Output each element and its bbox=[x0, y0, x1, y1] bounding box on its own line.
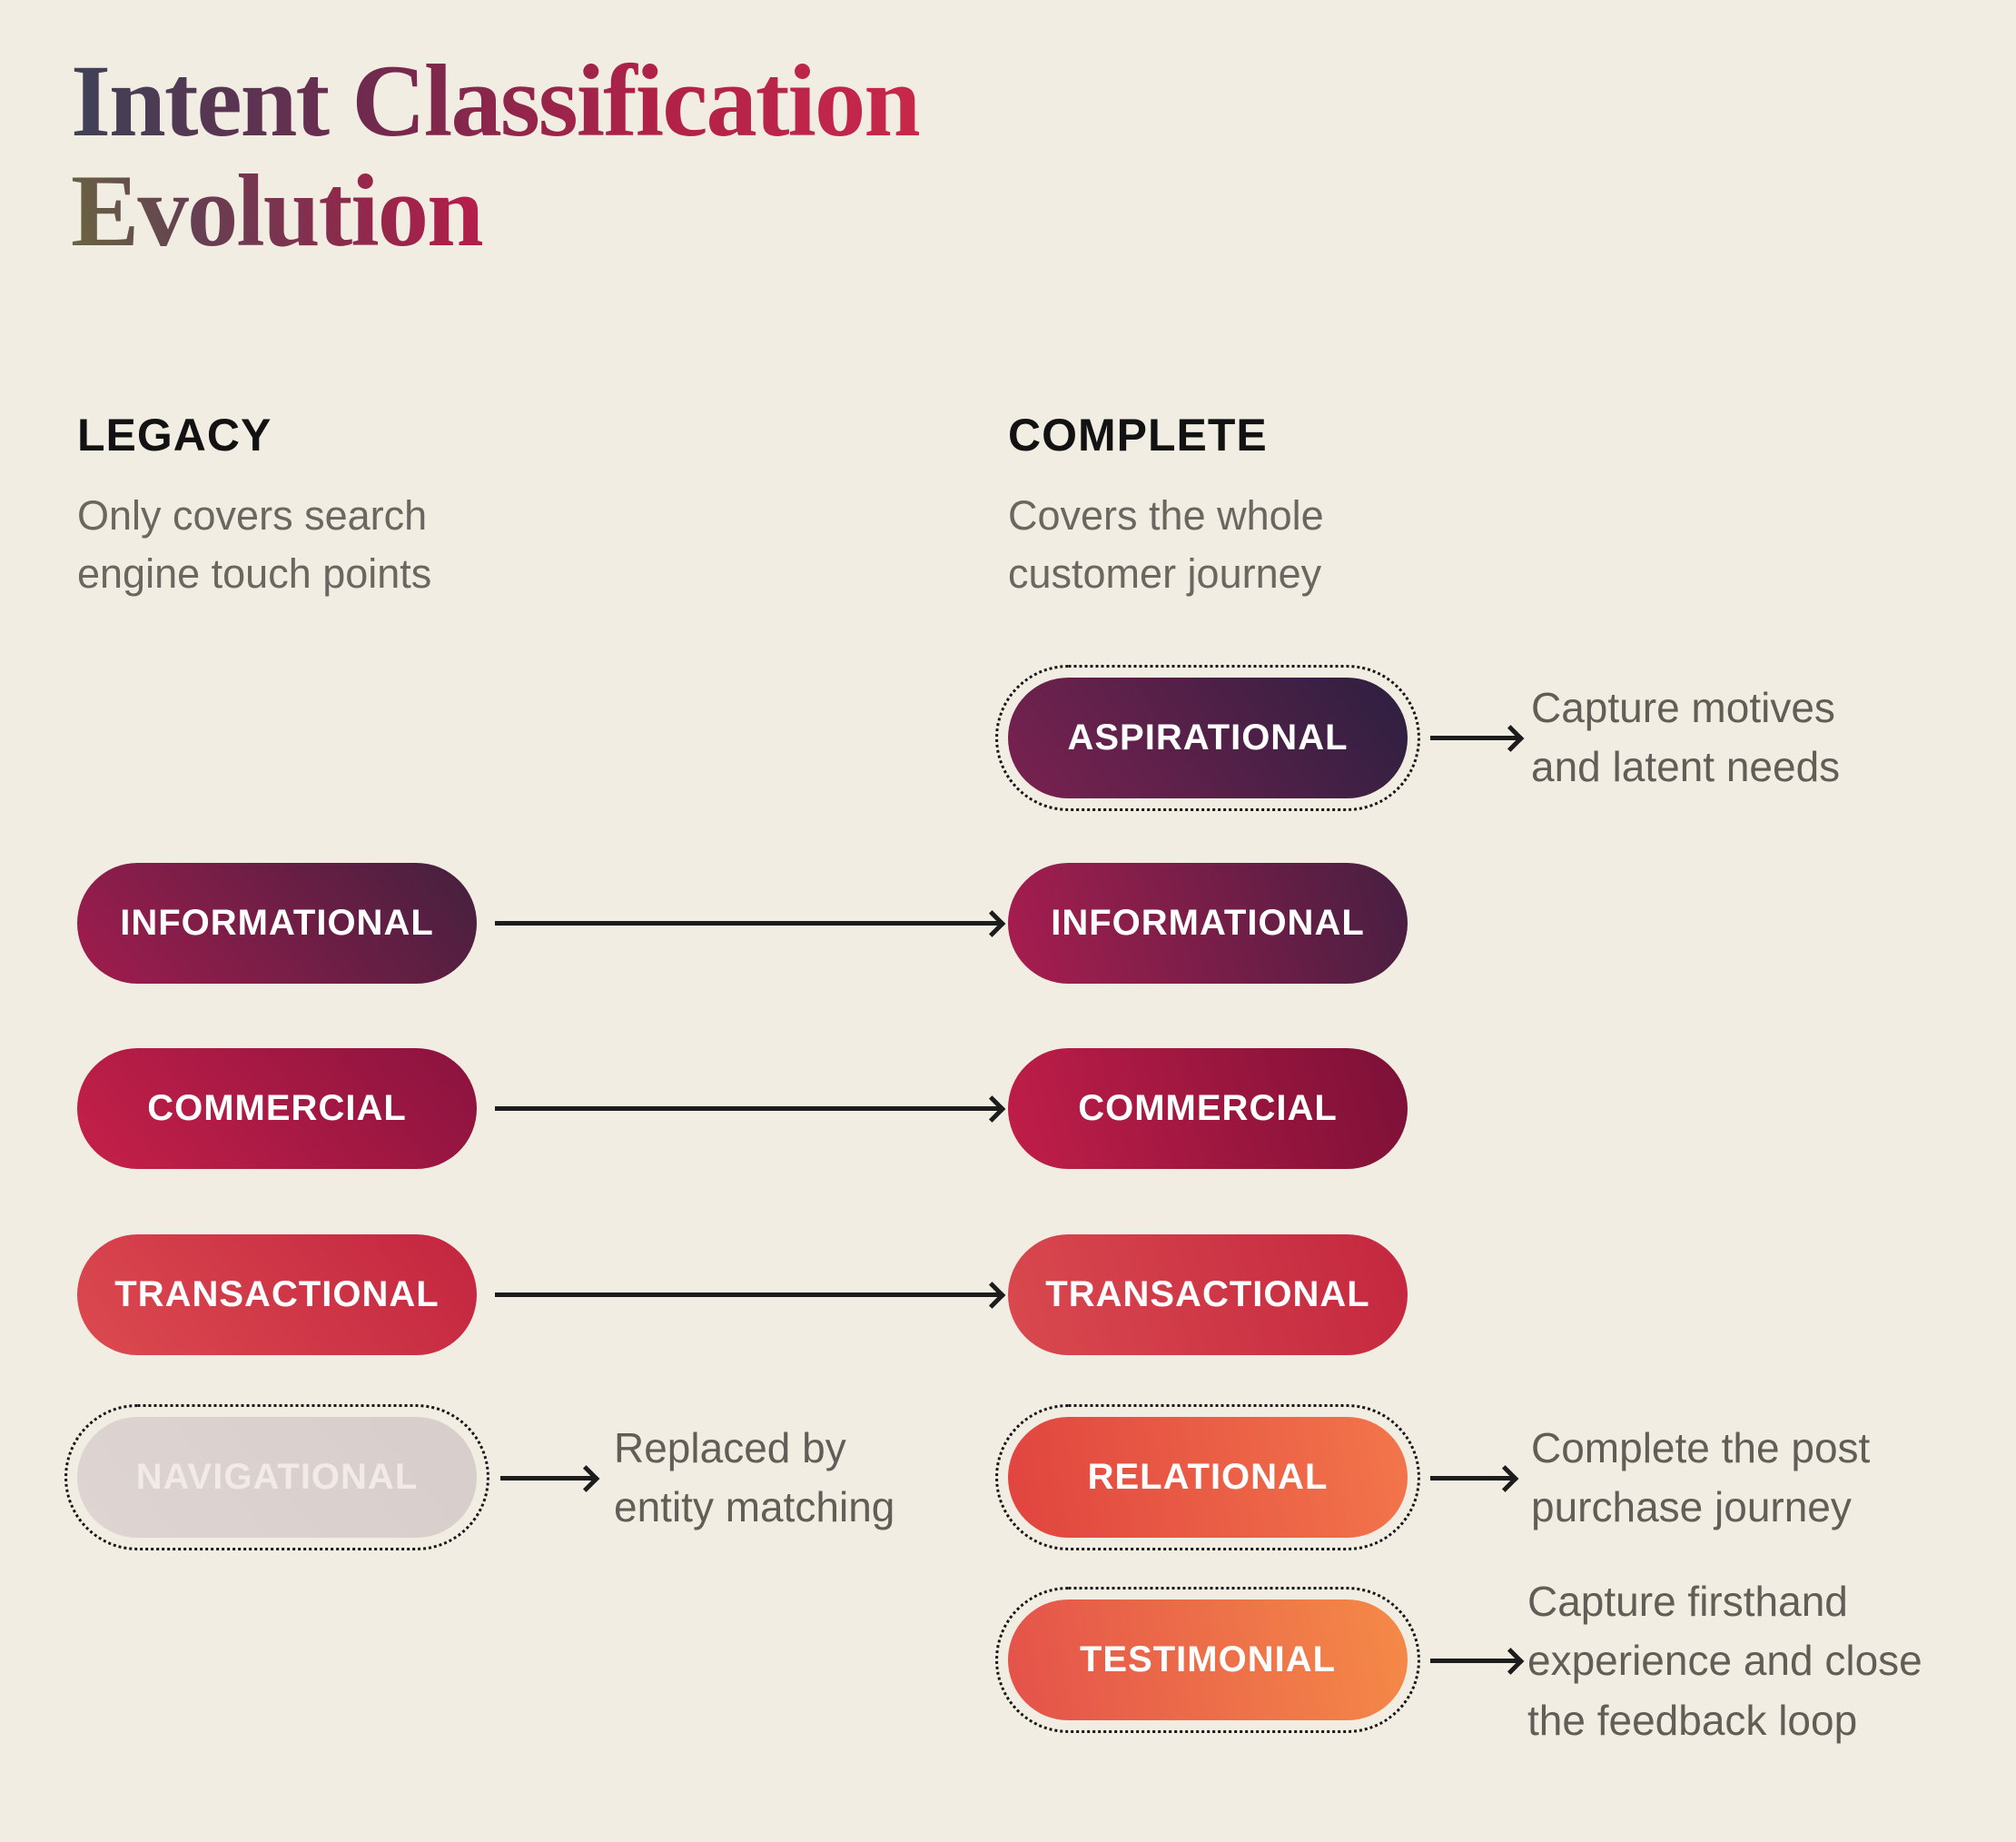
pill-transactional-legacy: TRANSACTIONAL bbox=[77, 1234, 477, 1355]
legacy-heading: LEGACY bbox=[77, 410, 272, 460]
page-title-line2: Evolution bbox=[71, 154, 484, 268]
pill-navigational-dotted-outline: NAVIGATIONAL bbox=[64, 1404, 489, 1550]
arrow-transactional bbox=[495, 1292, 1001, 1297]
note-relational: Complete the post purchase journey bbox=[1531, 1419, 1870, 1538]
pill-informational-legacy: INFORMATIONAL bbox=[77, 863, 477, 984]
complete-description-line1: Covers the whole bbox=[1008, 492, 1324, 539]
page-title: Intent Classification Evolution bbox=[71, 45, 921, 268]
arrow-aspirational-note bbox=[1430, 736, 1519, 740]
arrow-commercial bbox=[495, 1106, 1001, 1111]
note-testimonial-line2: experience and close bbox=[1527, 1637, 1922, 1685]
note-testimonial-line3: the feedback loop bbox=[1527, 1696, 1858, 1744]
note-navigational-line1: Replaced by bbox=[614, 1424, 846, 1471]
pill-testimonial: TESTIMONIAL bbox=[1008, 1599, 1408, 1720]
complete-column-header: COMPLETE Covers the whole customer journ… bbox=[1008, 409, 1589, 603]
legacy-description: Only covers search engine touch points bbox=[77, 487, 658, 603]
note-testimonial-line1: Capture firsthand bbox=[1527, 1578, 1848, 1625]
note-aspirational-line1: Capture motives bbox=[1531, 684, 1835, 731]
legacy-description-line1: Only covers search bbox=[77, 492, 428, 539]
note-relational-line2: purchase journey bbox=[1531, 1483, 1852, 1531]
complete-description: Covers the whole customer journey bbox=[1008, 487, 1589, 603]
pill-aspirational-dotted-outline: ASPIRATIONAL bbox=[995, 665, 1420, 811]
complete-description-line2: customer journey bbox=[1008, 550, 1322, 597]
complete-heading: COMPLETE bbox=[1008, 410, 1268, 460]
arrow-testimonial-note bbox=[1430, 1659, 1519, 1663]
note-aspirational-line2: and latent needs bbox=[1531, 743, 1841, 791]
note-navigational: Replaced by entity matching bbox=[614, 1419, 894, 1538]
pill-commercial-complete: COMMERCIAL bbox=[1008, 1048, 1408, 1169]
arrow-relational-note bbox=[1430, 1476, 1514, 1481]
page-title-line1: Intent Classification bbox=[71, 45, 921, 158]
note-aspirational: Capture motives and latent needs bbox=[1531, 678, 1840, 797]
pill-informational-complete: INFORMATIONAL bbox=[1008, 863, 1408, 984]
pill-navigational-legacy: NAVIGATIONAL bbox=[77, 1417, 477, 1538]
legacy-description-line2: engine touch points bbox=[77, 550, 432, 597]
note-relational-line1: Complete the post bbox=[1531, 1424, 1871, 1471]
pill-transactional-complete: TRANSACTIONAL bbox=[1008, 1234, 1408, 1355]
legacy-column-header: LEGACY Only covers search engine touch p… bbox=[77, 409, 658, 603]
pill-commercial-legacy: COMMERCIAL bbox=[77, 1048, 477, 1169]
arrow-informational bbox=[495, 921, 1001, 926]
pill-relational: RELATIONAL bbox=[1008, 1417, 1408, 1538]
note-testimonial: Capture firsthand experience and close t… bbox=[1527, 1572, 1922, 1750]
pill-aspirational: ASPIRATIONAL bbox=[1008, 678, 1408, 798]
arrow-navigational-note bbox=[500, 1476, 595, 1481]
pill-relational-dotted-outline: RELATIONAL bbox=[995, 1404, 1420, 1550]
note-navigational-line2: entity matching bbox=[614, 1483, 895, 1531]
pill-testimonial-dotted-outline: TESTIMONIAL bbox=[995, 1587, 1420, 1733]
